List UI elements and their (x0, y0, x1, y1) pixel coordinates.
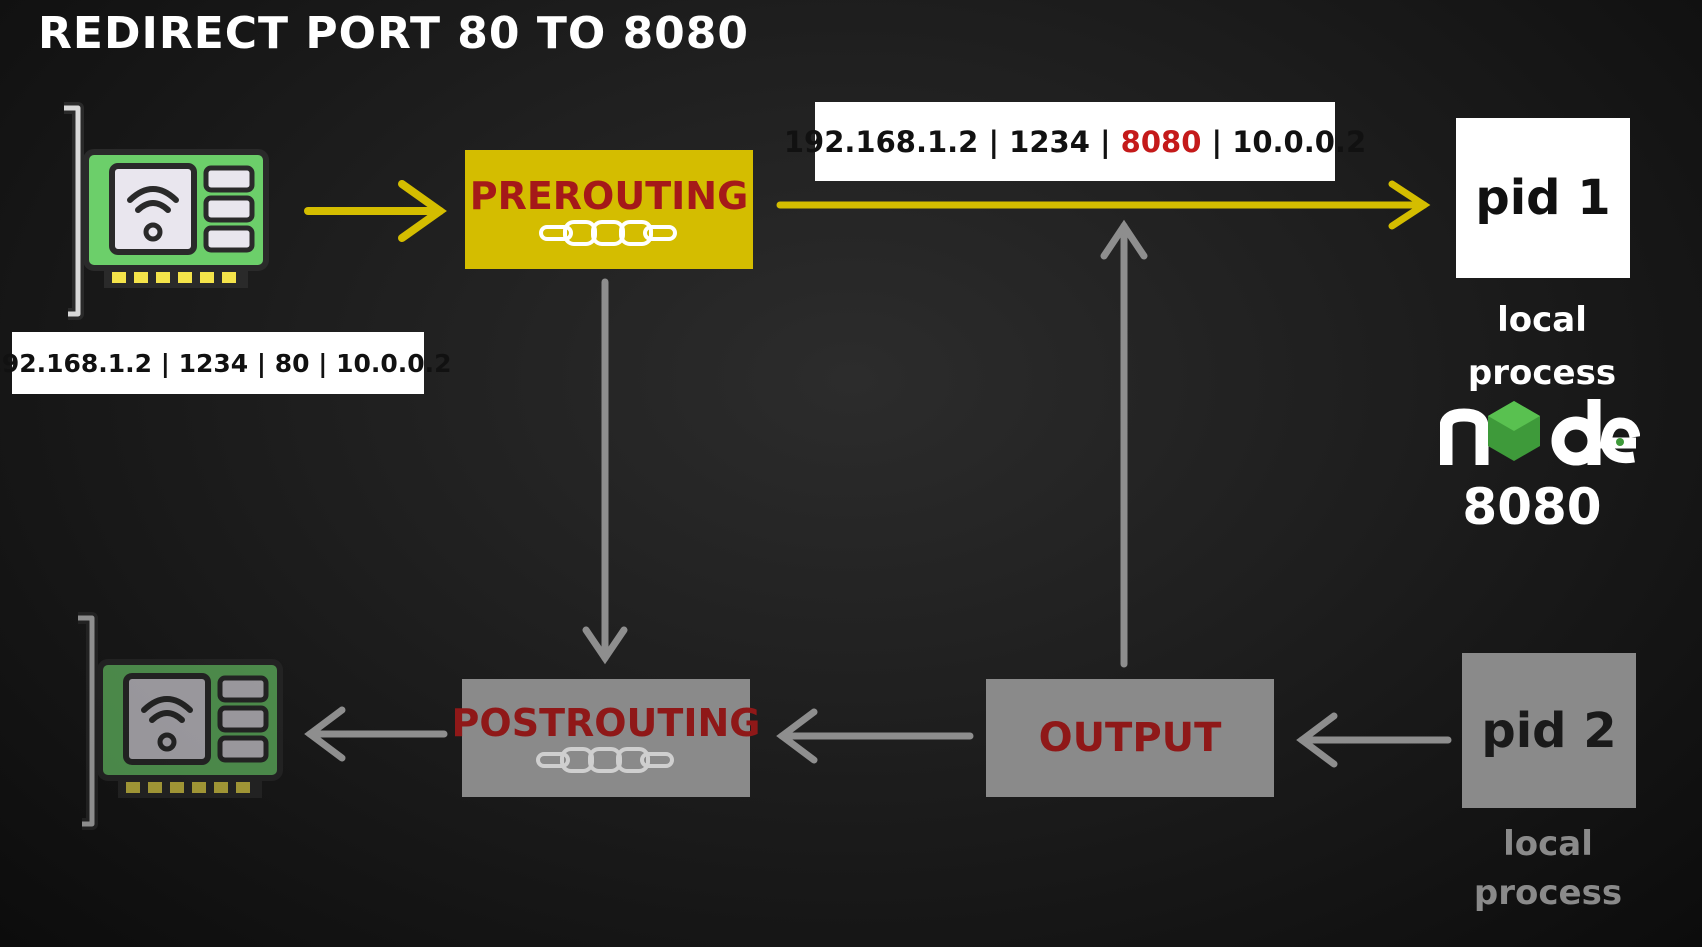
pid1-label-line2: process (1467, 353, 1617, 393)
pid2-box: pid 2 (1462, 653, 1636, 808)
packet-dst-ip: 10.0.0.2 (1232, 124, 1367, 159)
nodejs-logo (1439, 393, 1641, 475)
postrouting-label: POSTROUTING (451, 701, 761, 745)
arrow-prerouting-to-pid1 (776, 180, 1431, 230)
packet-separator: | (978, 124, 1010, 159)
pid1-process-label: local process (1420, 294, 1664, 400)
pid1-label: pid 1 (1475, 170, 1611, 226)
pid1-port: 8080 (1462, 478, 1602, 536)
arrow-postrouting-to-nic (304, 706, 448, 762)
output-label: OUTPUT (1038, 715, 1222, 761)
packet-dst-port-redirected: 8080 (1120, 124, 1202, 159)
output-chain: OUTPUT (986, 679, 1274, 797)
packet-src-port: 1234 (1009, 124, 1090, 159)
pid2-label-line1: local (1503, 824, 1593, 864)
arrow-pid2-to-output (1296, 712, 1452, 768)
chain-link-icon (536, 747, 674, 773)
packet-separator: | (248, 348, 275, 378)
packet-dst-port: 80 (274, 348, 310, 378)
network-card-out (70, 612, 286, 830)
pid2-label: pid 2 (1481, 702, 1617, 759)
arrow-prerouting-to-postrouting (582, 278, 628, 665)
diagram-title: REDIRECT PORT 80 TO 8080 (38, 8, 750, 59)
arrow-output-to-postrouting (776, 708, 974, 764)
pid2-label-line2: process (1473, 873, 1623, 913)
nodejs-logo-icon (1439, 399, 1641, 466)
incoming-packet-label: 192.168.1.2 | 1234 | 80 | 10.0.0.2 (0, 332, 452, 394)
network-card-wifi-icon (78, 612, 283, 830)
postrouting-chain: POSTROUTING (452, 679, 760, 797)
packet-src-ip: 192.168.1.2 (783, 124, 979, 159)
chain-link-icon (539, 219, 677, 246)
packet-src-ip: 192.168.1.2 (0, 348, 153, 378)
packet-src-port: 1234 (178, 348, 249, 378)
pid1-label-line1: local (1497, 300, 1587, 340)
prerouting-label: PREROUTING (469, 173, 749, 218)
packet-separator: | (309, 348, 337, 378)
packet-separator: | (152, 348, 179, 378)
pid2-process-label: local process (1426, 820, 1670, 918)
packet-separator: | (1201, 124, 1233, 159)
prerouting-chain: PREROUTING (465, 150, 753, 269)
packet-dst-ip: 10.0.0.2 (336, 348, 452, 378)
arrow-nic-to-prerouting (304, 180, 447, 242)
network-card-in (56, 102, 272, 320)
arrow-output-up (1100, 219, 1148, 668)
pid1-box: pid 1 (1456, 118, 1630, 278)
redirected-packet-label: 192.168.1.2 | 1234 | 8080 | 10.0.0.2 (784, 102, 1366, 181)
packet-separator: | (1089, 124, 1121, 159)
network-card-wifi-icon (64, 102, 269, 320)
